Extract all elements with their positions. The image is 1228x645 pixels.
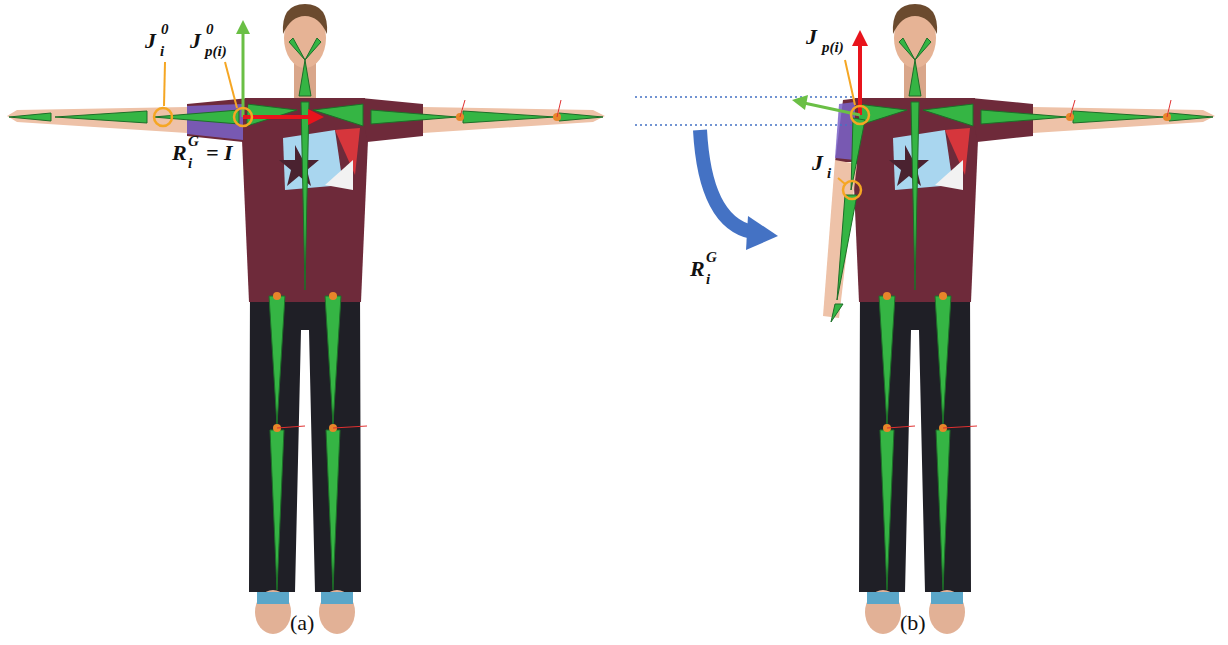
joint-symbol: J [806,26,817,48]
superscript: G [188,134,199,149]
subscript: p(i) [205,44,227,59]
joint-symbol: J [190,30,201,52]
superscript: G [706,250,717,265]
subscript: i [188,156,192,171]
rotation-symbol: R [690,258,705,280]
superscript: 0 [206,22,214,37]
joint-symbol: J [812,152,823,174]
panel-label: (b) [900,612,926,634]
subscript: i [160,44,164,59]
subscript: p(i) [822,40,844,55]
superscript: 0 [161,22,169,37]
subscript: i [706,272,710,287]
equation-text: = I [206,142,233,164]
joint-symbol: J [145,30,156,52]
panel-label: (a) [290,612,314,634]
subscript: i [827,166,831,181]
rotation-symbol: R [172,142,187,164]
